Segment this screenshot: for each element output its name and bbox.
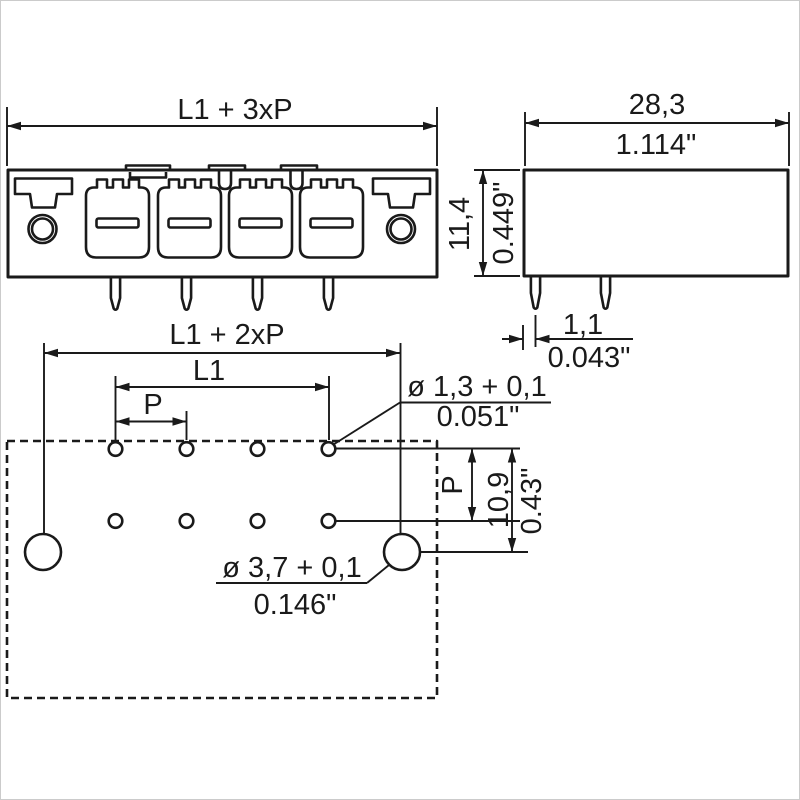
front-pin-2	[180, 277, 193, 312]
fp-hole-row2-1	[107, 512, 124, 530]
front-coding-tab-2	[289, 171, 304, 191]
front-coding-tab-1	[217, 171, 233, 191]
footprint-view: L1 + 2xP L1 P ø 1,3 + 0,1 0.051"	[5, 319, 551, 700]
side-pin-2	[599, 276, 612, 311]
side-width-dim-mm: 28,3	[629, 89, 685, 121]
front-pin-4	[322, 277, 335, 312]
front-top-rib-2	[207, 164, 247, 171]
fp-l1-dim-label: L1	[193, 355, 225, 387]
fp-pcb-outline	[5, 439, 439, 700]
fp-large-hole-in: 0.146"	[254, 589, 337, 621]
side-pin-1	[529, 276, 542, 311]
fp-overall-dim-label: L1 + 2xP	[169, 319, 284, 351]
front-top-recess	[128, 172, 168, 179]
front-contact-slot-4	[309, 217, 354, 229]
fp-row-pitch-label: P	[437, 475, 469, 494]
fp-large-hole-leader	[366, 564, 390, 584]
front-contact-cavity-2	[156, 178, 223, 259]
front-contact-cavity-3	[227, 178, 294, 259]
front-flange-cutout-right	[371, 177, 432, 209]
side-pin-offset-mm: 1,1	[563, 309, 603, 341]
front-pin-3	[251, 277, 264, 312]
fp-hole-row1-1	[107, 440, 124, 458]
side-housing-outline	[522, 168, 790, 278]
fp-mounting-hole-right	[382, 532, 422, 572]
front-flange-cutout-left	[13, 177, 74, 209]
fp-small-hole-in: 0.051"	[437, 401, 520, 433]
side-height-dim-mm: 11,4	[444, 197, 476, 251]
fp-small-hole-leader	[332, 401, 401, 446]
front-flange-hole-left-inner	[30, 217, 55, 241]
front-contact-cavity-1	[84, 178, 151, 259]
fp-hole-row2-4	[320, 512, 337, 530]
fp-hole-row1-2	[178, 440, 195, 458]
front-top-rib-1	[124, 164, 172, 171]
front-flange-hole-right-inner	[389, 217, 413, 241]
front-view: L1 + 3xP	[6, 94, 439, 312]
fp-hole-row1-4	[320, 440, 337, 458]
front-contact-cavity-4	[298, 178, 365, 259]
fp-row-span-in: 0.43"	[516, 468, 548, 535]
side-pin-offset-in: 0.043"	[548, 342, 631, 374]
front-top-rib-3	[279, 164, 319, 171]
fp-large-hole-mm: ø 3,7 + 0,1	[222, 552, 361, 584]
front-contact-slot-1	[95, 217, 140, 229]
front-housing-outline	[6, 168, 439, 279]
fp-hole-row2-3	[249, 512, 266, 530]
front-contact-slot-3	[238, 217, 283, 229]
front-flange-hole-left-outer	[27, 213, 58, 245]
front-flange-hole-right-outer	[385, 213, 417, 245]
fp-hole-row2-2	[178, 512, 195, 530]
fp-pitch-dim-label: P	[143, 389, 162, 421]
side-height-dim-in: 0.449"	[488, 182, 520, 265]
front-pin-1	[109, 277, 122, 312]
front-contact-slot-2	[167, 217, 212, 229]
fp-hole-row1-3	[249, 440, 266, 458]
fp-small-hole-mm: ø 1,3 + 0,1	[407, 371, 546, 403]
side-view: 28,3 1.114" 11,4 0.449" 1,1 0.043"	[444, 89, 790, 374]
side-width-dim-in: 1.114"	[616, 129, 697, 161]
fp-row-span-mm: 10,9	[483, 472, 515, 528]
front-width-dim-label: L1 + 3xP	[177, 94, 292, 126]
fp-mounting-hole-left	[23, 532, 63, 572]
